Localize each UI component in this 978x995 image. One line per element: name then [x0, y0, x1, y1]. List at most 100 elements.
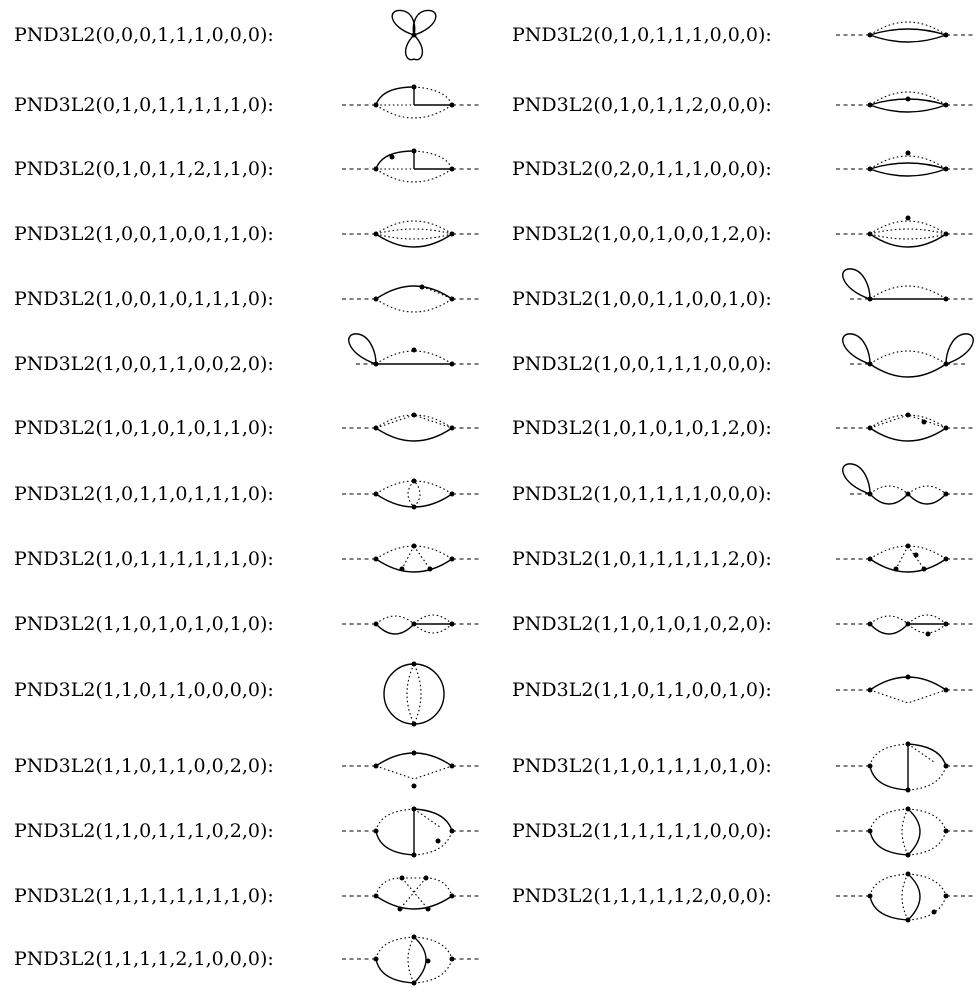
- diagram-lines: [342, 412, 482, 442]
- feynman-diagram-tadpole-left-dot: [348, 333, 482, 367]
- propagator: [407, 936, 415, 984]
- propagator: [869, 91, 947, 106]
- diagram-lines: [836, 741, 976, 793]
- vertex-dot: [943, 491, 949, 497]
- vertex-dot: [425, 958, 431, 964]
- vertex-dot: [411, 852, 417, 858]
- vertex-dot: [449, 828, 455, 834]
- propagator: [375, 298, 453, 313]
- vertex-dot: [893, 566, 899, 572]
- propagator: [375, 895, 453, 910]
- vertex-dot: [905, 917, 911, 923]
- vertex-dot: [411, 934, 417, 940]
- propagator: [869, 363, 947, 378]
- propagator: [907, 808, 947, 832]
- propagator: [375, 233, 453, 240]
- diagram-lines: [391, 9, 437, 61]
- propagator-dot: [921, 419, 927, 425]
- vertex-dot: [373, 763, 379, 769]
- diagram-lines: [836, 806, 976, 858]
- propagator: [869, 155, 947, 170]
- vertex-dot: [449, 166, 455, 172]
- propagator-dot: [905, 215, 911, 221]
- vertex-dot: [867, 361, 873, 367]
- propagator-dot: [925, 631, 931, 637]
- propagator-dot: [913, 552, 919, 558]
- propagator: [907, 743, 947, 767]
- propagator: [413, 808, 453, 832]
- propagator: [907, 765, 947, 791]
- integral-entry: PND3L2(0,1,0,1,1,2,0,0,0):: [0, 85, 978, 125]
- propagator: [413, 614, 453, 625]
- propagator: [375, 220, 453, 235]
- integral-entry: PND3L2(0,1,0,1,1,1,1,1,0):: [0, 84, 978, 125]
- feynman-diagram-two-bubbles-chord-dot: [836, 614, 976, 637]
- propagator: [413, 150, 453, 170]
- vertex-dot: [867, 828, 873, 834]
- propagator-dot: [411, 783, 417, 789]
- feynman-diagram-crossed-chords: [342, 875, 482, 912]
- vertex-dot: [449, 491, 455, 497]
- diagram-lines: [842, 268, 976, 302]
- propagator: [375, 427, 453, 442]
- feynman-diagram-top-solid-arc-vertex: [836, 674, 976, 704]
- integral-entry: PND3L2(1,0,0,1,0,0,1,2,0):: [0, 214, 978, 254]
- feynman-diagram-tadpole-left: [842, 268, 976, 302]
- vertex-dot: [373, 361, 379, 367]
- feynman-diagram-circle-vacuum: [383, 661, 445, 727]
- propagator: [375, 830, 415, 856]
- vertex-dot: [373, 425, 379, 431]
- propagator-dot: [411, 347, 417, 353]
- diagram-lines: [342, 478, 482, 510]
- feynman-diagram-tadpole-two-bubbles: [842, 463, 976, 505]
- vertex-dot: [411, 980, 417, 986]
- integral-entry: PND3L2(1,1,0,1,0,1,0,1,0):: [0, 604, 978, 644]
- vertex-dot: [425, 906, 431, 912]
- diagram-lines: [342, 84, 482, 119]
- propagator: [869, 162, 947, 170]
- feynman-diagram-bubble-triangle: [342, 543, 482, 573]
- propagator: [406, 663, 422, 726]
- vertex-dot: [373, 491, 379, 497]
- vertex-dot: [867, 166, 873, 172]
- propagator: [869, 28, 947, 36]
- propagator: [869, 21, 947, 36]
- propagator: [375, 285, 453, 300]
- tadpole-loop: [945, 333, 974, 365]
- vertex-dot: [399, 875, 405, 881]
- feynman-diagram-sunset-bottom-solid: [342, 220, 482, 248]
- vertex-dot: [943, 556, 949, 562]
- vertex-dot: [867, 893, 873, 899]
- propagator: [413, 936, 453, 960]
- propagator: [869, 427, 947, 442]
- vertex-dot: [373, 231, 379, 237]
- vertex-dot: [943, 296, 949, 302]
- diagram-lines: [342, 875, 482, 912]
- vertex-dot: [373, 166, 379, 172]
- vertex-dot: [449, 893, 455, 899]
- propagator: [907, 743, 935, 763]
- integral-label: PND3L2(0,2,0,1,1,1,0,0,0):: [512, 158, 772, 180]
- vertex-dot: [373, 956, 379, 962]
- loop-petal: [412, 9, 437, 36]
- integral-label: PND3L2(1,0,1,1,1,1,0,0,0):: [512, 483, 772, 505]
- integral-label: PND3L2(0,0,0,1,1,1,0,0,0):: [14, 24, 274, 46]
- propagator: [375, 104, 453, 119]
- vertex-dot: [411, 84, 417, 90]
- propagator: [413, 936, 427, 984]
- feynman-diagram-vertical-solid-rung: [836, 741, 976, 793]
- feynman-diagram-sunset-two-solid-dot: [836, 91, 976, 113]
- vertex-dot: [905, 674, 911, 680]
- integral-label: PND3L2(1,0,1,0,1,0,1,2,0):: [512, 417, 772, 439]
- integral-entry: PND3L2(1,0,0,1,1,0,0,1,0):: [0, 268, 978, 319]
- integral-label: PND3L2(1,1,0,1,1,0,0,1,0):: [512, 679, 772, 701]
- integral-label: PND3L2(1,0,0,1,1,0,0,2,0):: [14, 353, 274, 375]
- propagator: [375, 808, 415, 832]
- diagram-lines: [842, 463, 976, 505]
- vertex-dot: [411, 543, 417, 549]
- propagator: [901, 808, 909, 856]
- integral-label: PND3L2(0,1,0,1,1,2,0,0,0):: [512, 94, 772, 116]
- propagator: [869, 233, 947, 248]
- integral-label: PND3L2(1,0,0,1,0,1,1,1,0):: [14, 288, 274, 310]
- feynman-diagram-three-petal-vacuum: [391, 9, 437, 61]
